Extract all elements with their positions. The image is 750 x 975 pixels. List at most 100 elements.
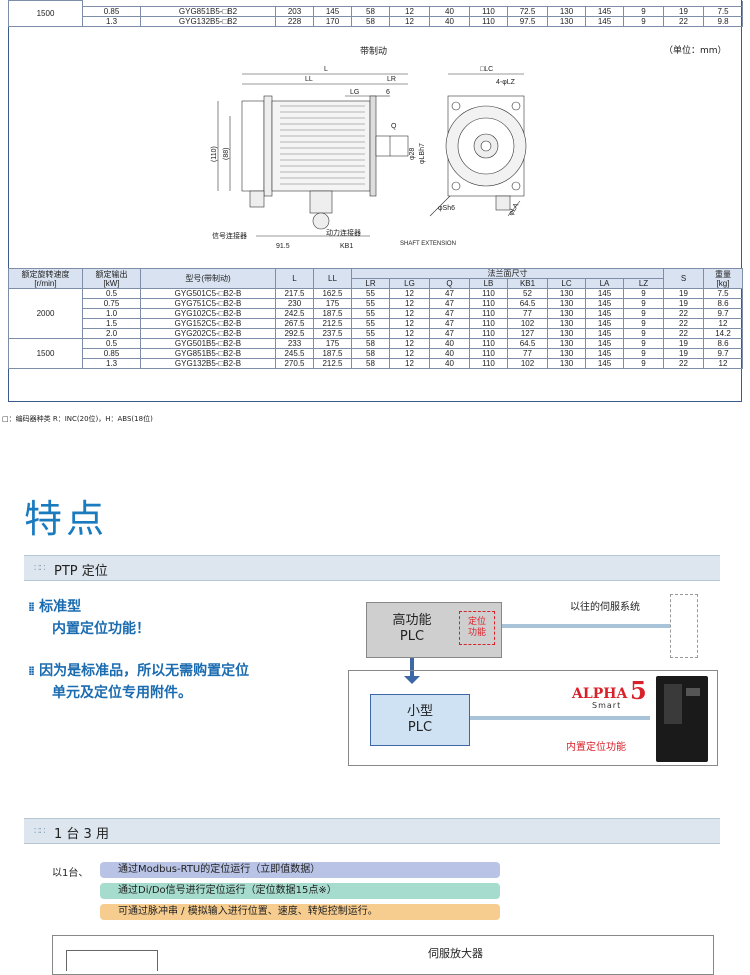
table-cell: GYG751C5-□B2-B: [140, 298, 276, 309]
table-cell: 7.5: [703, 288, 743, 299]
table-cell: 47: [429, 298, 470, 309]
connector-line-bottom: [470, 716, 650, 720]
table-row: 1.3 GYG132B5-□B2 228 170 58 12 40 110 97…: [9, 15, 744, 27]
dim-lg: LG: [350, 89, 359, 96]
dim-lz: 4-φLZ: [496, 79, 516, 86]
header-lz: LZ: [623, 278, 664, 289]
table-cell: 55: [351, 318, 390, 329]
table-cell: 110: [469, 288, 508, 299]
table-cell: 145: [585, 298, 624, 309]
table-cell: 47: [429, 288, 470, 299]
header-la: LA: [585, 278, 624, 289]
servo-amplifier-image: [656, 676, 708, 762]
dim-ll: LL: [305, 76, 313, 83]
brand-logo: ALPHA 5 Smart: [570, 676, 658, 712]
positioning-box: 定位 功能: [459, 611, 495, 645]
dots-icon: ∷∷: [34, 563, 46, 574]
table-cell: 130: [547, 288, 586, 299]
table-cell: 145: [585, 338, 624, 349]
dim-l: L: [324, 66, 328, 73]
table-cell: 8.6: [703, 338, 743, 349]
table-cell: 1.5: [82, 318, 141, 329]
table-cell: 110: [469, 338, 508, 349]
table-cell: 102: [507, 358, 548, 369]
table-cell: 110: [469, 318, 508, 329]
builtin-label: 内置定位功能: [566, 742, 626, 753]
speed-cell: 1500: [8, 0, 83, 27]
pill-modbus: 通过Modbus-RTU的定位运行（立即值数据）: [100, 862, 500, 878]
brand-main: ALPHA: [572, 686, 628, 702]
table-cell: GYG501C5-□B2-B: [140, 288, 276, 299]
header-lg: LG: [389, 278, 430, 289]
table-cell: 58: [351, 348, 390, 359]
table-cell: 187.5: [313, 348, 352, 359]
table-cell: 9: [623, 358, 664, 369]
header-ll: LL: [313, 268, 352, 289]
table-cell: 12: [389, 298, 430, 309]
table-cell: 187.5: [313, 308, 352, 319]
table-cell: 12: [389, 308, 430, 319]
amp-label: 伺服放大器: [428, 947, 483, 960]
header-weight: 重量[kg]: [703, 268, 743, 289]
dim-q: Q: [391, 123, 397, 130]
header-output: 额定输出[kW]: [82, 268, 141, 289]
table-row: 0.85 GYG851B5-□B2 203 145 58 12 40 110 7…: [9, 5, 744, 17]
table-cell: 130: [547, 338, 586, 349]
dim-kb1: KB1: [340, 243, 353, 250]
table-cell: 9: [623, 338, 664, 349]
old-system-label: 以往的伺服系统: [570, 602, 640, 613]
table-cell: 12: [389, 328, 430, 339]
section-bar-ptp: ∷∷ PTP 定位: [24, 555, 720, 581]
dim-110: (110): [211, 146, 218, 162]
table-cell: 230: [275, 298, 314, 309]
table-cell: 145: [585, 328, 624, 339]
header-lr: LR: [351, 278, 390, 289]
motor-drawing: L LL LR LG 6 Q φ28 φLBh7 (110) (88) 信号连接…: [211, 66, 527, 250]
plc-high-label: 高功能 PLC: [392, 613, 432, 644]
table-cell: 0.5: [82, 288, 141, 299]
header-s: S: [663, 268, 704, 289]
table-cell: 9: [623, 348, 664, 359]
dots-icon: ⁞⁞: [28, 664, 35, 678]
table-cell: 292.5: [275, 328, 314, 339]
table-cell: 9: [623, 298, 664, 309]
one-unit-label: 以1台、: [52, 868, 89, 879]
table-cell: 58: [351, 358, 390, 369]
table-cell: 77: [507, 348, 548, 359]
dim-91-5: 91.5: [276, 243, 290, 250]
plc-small-box: 小型 PLC: [370, 694, 470, 746]
table-cell: 55: [351, 298, 390, 309]
signal-connector-label: 信号连接器: [212, 231, 247, 240]
section-bar-3in1: ∷∷ 1 台 3 用: [24, 818, 720, 844]
table-cell: 40: [429, 358, 470, 369]
table-cell: 22: [663, 318, 704, 329]
table-cell: GYG102C5-□B2-B: [140, 308, 276, 319]
dim-lc: □LC: [480, 66, 493, 73]
table-cell: 145: [585, 348, 624, 359]
table-cell: 40: [429, 338, 470, 349]
dots-icon: ⁞⁞: [28, 600, 35, 614]
table-cell: 12: [703, 318, 743, 329]
table-cell: 77: [507, 308, 548, 319]
table-cell: 9: [623, 308, 664, 319]
header-model: 型号(带制动): [140, 268, 276, 289]
arrow-head-icon: [404, 676, 420, 684]
table-cell: 47: [429, 328, 470, 339]
table-cell: 130: [547, 298, 586, 309]
table-cell: 0.75: [82, 298, 141, 309]
footnote: □：编码器种类 R：INC(20位)，H：ABS(18位): [2, 415, 153, 423]
brand-sub: Smart: [592, 701, 622, 710]
dots-icon: ∷∷: [34, 826, 46, 837]
table-cell: 237.5: [313, 328, 352, 339]
table-cell: 217.5: [275, 288, 314, 299]
feature-point-2: ⁞⁞因为是标准品，所以无需购置定位 单元及定位专用附件。: [28, 663, 250, 701]
top-spec-table: 1500 0.85 GYG851B5-□B2 203 145 58 12 40 …: [8, 0, 744, 27]
header-speed: 额定旋转速度[r/min]: [8, 268, 83, 289]
table-cell: 145: [585, 318, 624, 329]
power-connector-label: 动力连接器: [326, 228, 361, 237]
table-cell: 22: [663, 328, 704, 339]
section-title-ptp: PTP 定位: [54, 564, 108, 579]
